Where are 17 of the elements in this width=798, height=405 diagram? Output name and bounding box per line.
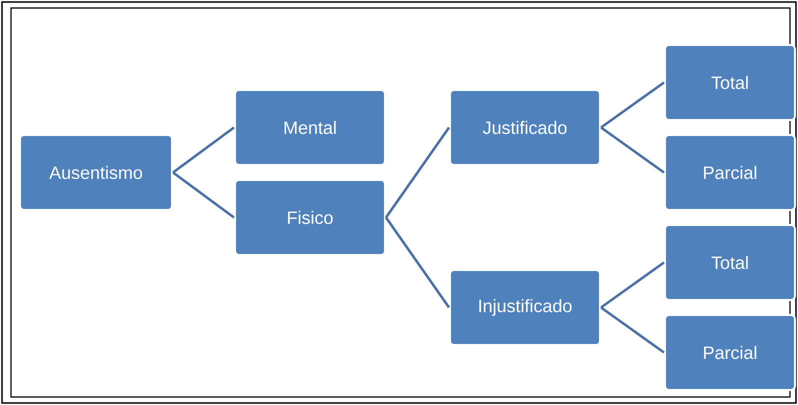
process-box: Injustificado	[449, 269, 601, 346]
connector-line	[600, 81, 665, 129]
connector-line	[600, 261, 665, 309]
connector-line	[384, 126, 450, 218]
connector-line	[600, 306, 665, 354]
process-box: Mental	[234, 89, 386, 166]
process-box: Total	[664, 44, 796, 121]
connector-line	[600, 126, 665, 174]
connector-line	[172, 126, 235, 174]
process-box: Total	[664, 224, 796, 301]
process-box: Ausentismo	[19, 134, 173, 211]
process-box: Fisico	[234, 179, 386, 256]
process-box: Justificado	[449, 89, 601, 166]
connector-line	[384, 216, 450, 308]
connector-line	[172, 172, 235, 218]
process-box: Parcial	[664, 134, 796, 211]
process-box: Parcial	[664, 314, 796, 391]
